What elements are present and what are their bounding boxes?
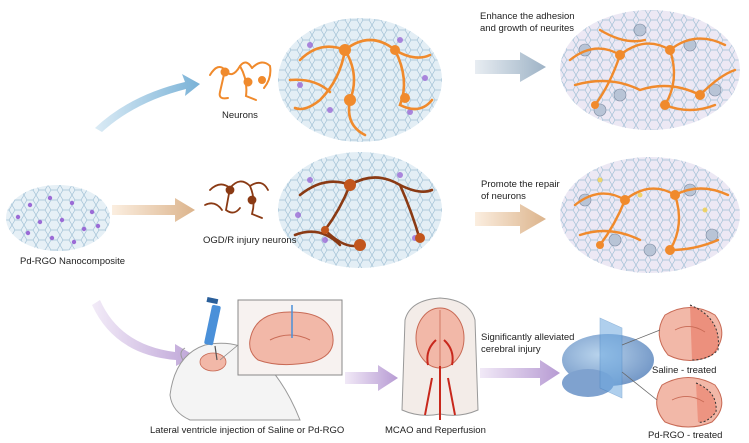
- label-ogdr: OGD/R injury neurons: [203, 235, 297, 246]
- brain-3d: [562, 317, 654, 399]
- straight-arrow-middle: [112, 198, 195, 222]
- label-mcao: MCAO and Reperfusion: [385, 425, 486, 436]
- label-nanocomposite: Pd-RGO Nanocomposite: [20, 256, 126, 267]
- label-enhance-line1: Enhance the adhesion: [480, 11, 575, 22]
- brain-inset: [219, 299, 343, 376]
- connector-saline: [621, 329, 661, 346]
- brain-mcao: [401, 297, 479, 420]
- brain-slice-pdrgo: [656, 377, 723, 428]
- syringe-icon: [204, 297, 221, 361]
- label-neurons: Neurons: [222, 110, 258, 121]
- curved-arrow-down: [92, 300, 195, 366]
- arrow-row-1: [475, 52, 546, 82]
- label-pdrgo: Pd-RGO - treated: [648, 430, 723, 441]
- nanocomposite-sheet: [6, 185, 110, 251]
- injured-small-neurons: [204, 180, 269, 219]
- repaired-sheet-2: [560, 157, 740, 273]
- label-alleviated-line1: Significantly alleviated: [481, 332, 575, 343]
- arrow-row-2: [475, 204, 546, 234]
- label-saline: Saline - treated: [652, 365, 717, 376]
- curved-arrow-up: [95, 74, 200, 132]
- label-enhance-line2: and growth of neurites: [480, 23, 575, 34]
- label-injection: Lateral ventricle injection of Saline or…: [150, 425, 345, 436]
- label-alleviated-line2: cerebral injury: [481, 344, 541, 355]
- small-neurons: [209, 61, 272, 101]
- arrow-row-3a: [345, 365, 398, 391]
- connector-pdrgo: [621, 371, 658, 401]
- neuron-sheet-1: [278, 18, 442, 142]
- arrow-row-3b: [480, 360, 560, 386]
- injured-sheet-2: [278, 152, 442, 268]
- brain-slice-saline: [658, 304, 723, 361]
- label-repair-line2: of neurons: [481, 191, 526, 202]
- label-repair-line1: Promote the repair: [481, 179, 560, 190]
- enhanced-sheet-1: [560, 10, 740, 130]
